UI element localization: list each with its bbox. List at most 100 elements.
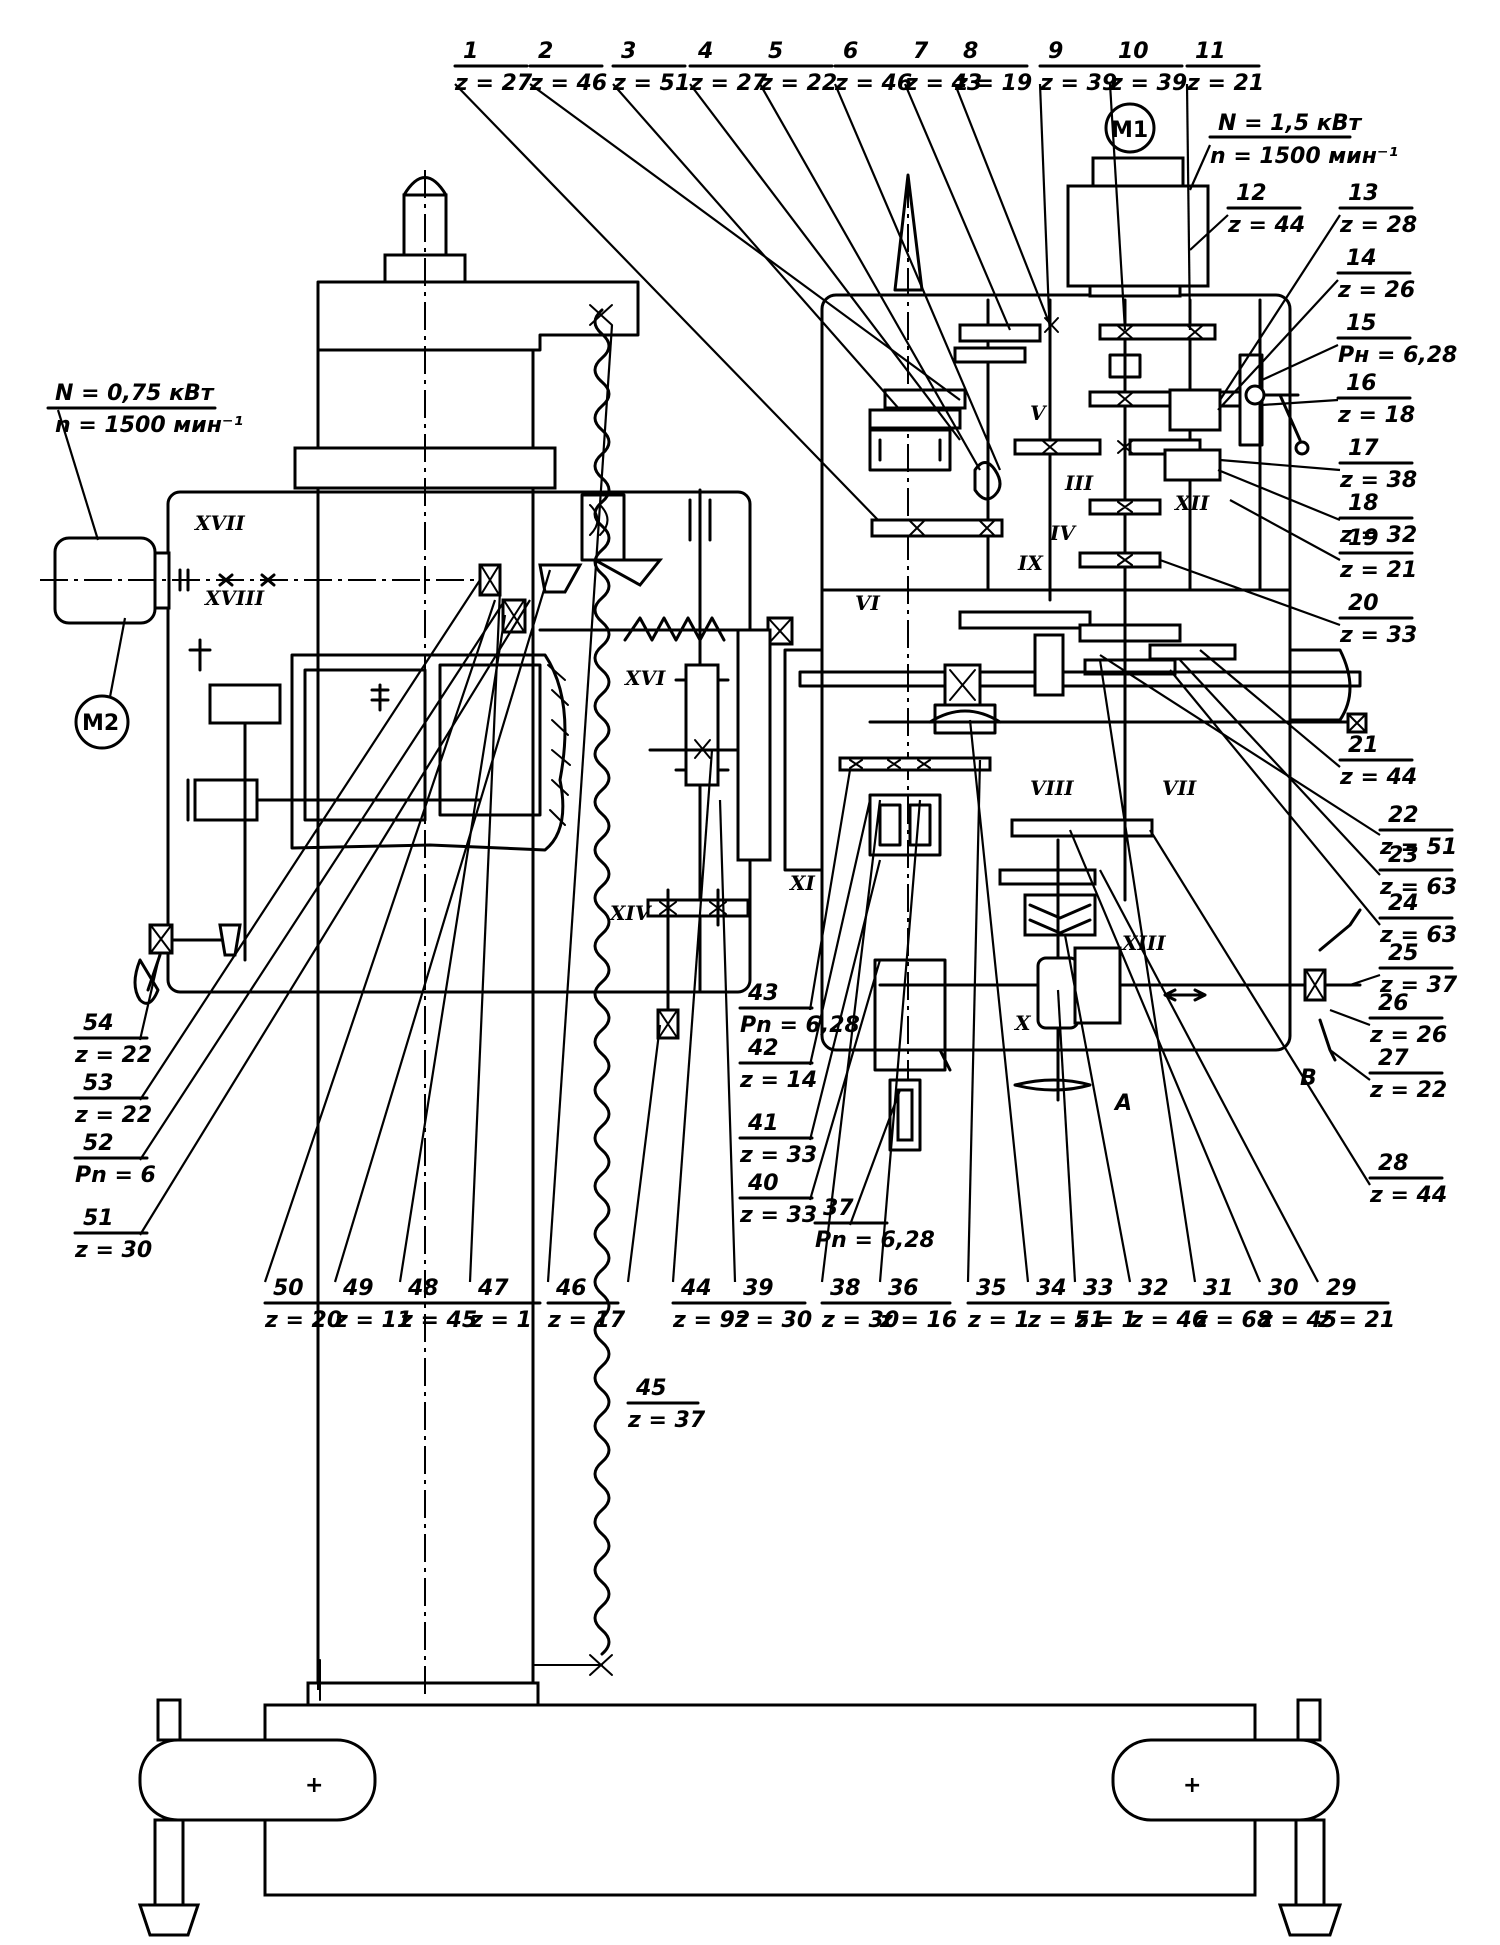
label-27-number: 27 xyxy=(1378,1046,1409,1071)
label-3: 3z = 51 xyxy=(611,39,690,96)
leader-46 xyxy=(546,324,614,1283)
label-50-teeth: z = 20 xyxy=(264,1308,342,1333)
label-48: 48 z = 45 xyxy=(398,1276,477,1333)
label-7-teeth: z = 43 xyxy=(904,71,982,96)
label-52-teeth: Pn = 6 xyxy=(75,1163,156,1188)
motor-m1-spec: N = 1,5 кВт n = 1500 мин⁻¹ xyxy=(1188,111,1398,191)
letter-a: A xyxy=(1113,1091,1132,1116)
shaft-VI: VI xyxy=(855,591,881,615)
label-9-teeth: z = 39 xyxy=(1039,71,1117,96)
plus-mark-left: + xyxy=(305,1773,323,1798)
leader-12 xyxy=(1189,214,1229,251)
shaft-XVI: XVI xyxy=(623,666,666,690)
label-48-teeth: z = 45 xyxy=(399,1308,477,1333)
leader-5 xyxy=(759,83,981,471)
label-40-teeth: z = 33 xyxy=(739,1203,817,1228)
motor-m2-speed: n = 1500 мин⁻¹ xyxy=(55,413,243,438)
label-17-number: 17 xyxy=(1348,436,1379,461)
label-31-number: 31 xyxy=(1203,1276,1234,1301)
label-13-teeth: z = 28 xyxy=(1339,213,1417,238)
leader-14 xyxy=(1217,279,1339,411)
label-11-number: 11 xyxy=(1195,39,1226,64)
label-20-number: 20 xyxy=(1348,591,1379,616)
leader-35 xyxy=(966,759,982,1283)
label-27-teeth: z = 22 xyxy=(1369,1078,1447,1103)
label-24-number: 24 xyxy=(1388,891,1419,916)
label-40-number: 40 xyxy=(747,1171,779,1196)
shaft-IX: IX xyxy=(1017,551,1044,575)
label-24-teeth: z = 63 xyxy=(1379,923,1457,948)
label-41-teeth: z = 33 xyxy=(739,1143,817,1168)
label-18: 18z = 32 xyxy=(1338,491,1417,548)
leader-8 xyxy=(953,83,1052,326)
label-14: 14z = 26 xyxy=(1336,246,1415,303)
label-23-teeth: z = 63 xyxy=(1379,875,1457,900)
label-6-number: 6 xyxy=(843,39,858,64)
label-36-number: 36 xyxy=(888,1276,919,1301)
label-25-number: 25 xyxy=(1388,941,1419,966)
label-27: 27 z = 22 xyxy=(1368,1046,1447,1103)
label-3-number: 3 xyxy=(621,39,636,64)
label-25-teeth: z = 37 xyxy=(1379,973,1458,998)
leader-19 xyxy=(1229,499,1341,561)
leader-16 xyxy=(1261,398,1339,407)
label-45-teeth: z = 37 xyxy=(627,1408,706,1433)
leader-39 xyxy=(718,799,737,1283)
column xyxy=(293,170,640,1701)
label-20-teeth: z = 33 xyxy=(1339,623,1417,648)
label-10-number: 10 xyxy=(1118,39,1149,64)
label-17-teeth: z = 38 xyxy=(1339,468,1417,493)
leader-25 xyxy=(1349,973,1381,987)
label-46-number: 46 xyxy=(555,1276,587,1301)
label-43-number: 43 xyxy=(747,981,779,1006)
label-53: 53z = 22 xyxy=(73,1071,152,1128)
label-39-number: 39 xyxy=(743,1276,774,1301)
label-18-number: 18 xyxy=(1348,491,1379,516)
label-30-number: 30 xyxy=(1268,1276,1299,1301)
leader-17 xyxy=(1219,458,1341,472)
motor-m2: M2 xyxy=(40,536,502,750)
label-28: 28z = 44 xyxy=(1368,1151,1447,1208)
label-54-number: 54 xyxy=(83,1011,114,1036)
label-25: 25 z = 37 xyxy=(1378,941,1458,998)
label-4-number: 4 xyxy=(697,39,713,64)
label-33-teeth: z = 1 xyxy=(1074,1308,1137,1333)
leader-37 xyxy=(848,1089,902,1226)
label-49-teeth: z = 11 xyxy=(334,1308,412,1333)
shaft-V: V xyxy=(1030,401,1048,425)
label-22-number: 22 xyxy=(1388,803,1419,828)
leader-44 xyxy=(671,749,714,1283)
label-5-number: 5 xyxy=(768,39,783,64)
label-29-teeth: z = 21 xyxy=(1317,1308,1395,1333)
label-37-number: 37 xyxy=(823,1196,854,1221)
label-10-teeth: z = 39 xyxy=(1109,71,1187,96)
shaft-XIV: XIV xyxy=(608,901,653,925)
label-23: 23z = 63 xyxy=(1378,843,1457,900)
label-44: 44z = 92 xyxy=(671,1276,750,1333)
leader-3 xyxy=(612,83,901,411)
leader-6 xyxy=(833,83,1002,471)
label-29-number: 29 xyxy=(1326,1276,1357,1301)
label-17: 17 z = 38 xyxy=(1338,436,1417,493)
label-36: 36z = 16 xyxy=(878,1276,957,1333)
label-48-number: 48 xyxy=(407,1276,439,1301)
label-10: 10 z = 39 xyxy=(1108,39,1187,96)
leader-22 xyxy=(1099,654,1381,836)
label-21: 21z = 44 xyxy=(1338,733,1417,790)
label-49-number: 49 xyxy=(342,1276,374,1301)
label-5: 5z = 22 xyxy=(758,39,837,96)
leader-1 xyxy=(454,83,879,521)
leader-13 xyxy=(1219,214,1341,401)
label-52-number: 52 xyxy=(83,1131,114,1156)
label-2: 2z = 46 xyxy=(528,39,607,96)
label-7-number: 7 xyxy=(913,39,929,64)
leader-20 xyxy=(1159,558,1341,627)
shaft-XI: XI xyxy=(788,871,816,895)
motor-m1-speed: n = 1500 мин⁻¹ xyxy=(1210,144,1398,169)
shaft-VII: VII xyxy=(1162,776,1197,800)
label-20: 20 z = 33 xyxy=(1338,591,1417,648)
label-31: 31z = 68 xyxy=(1193,1276,1272,1333)
